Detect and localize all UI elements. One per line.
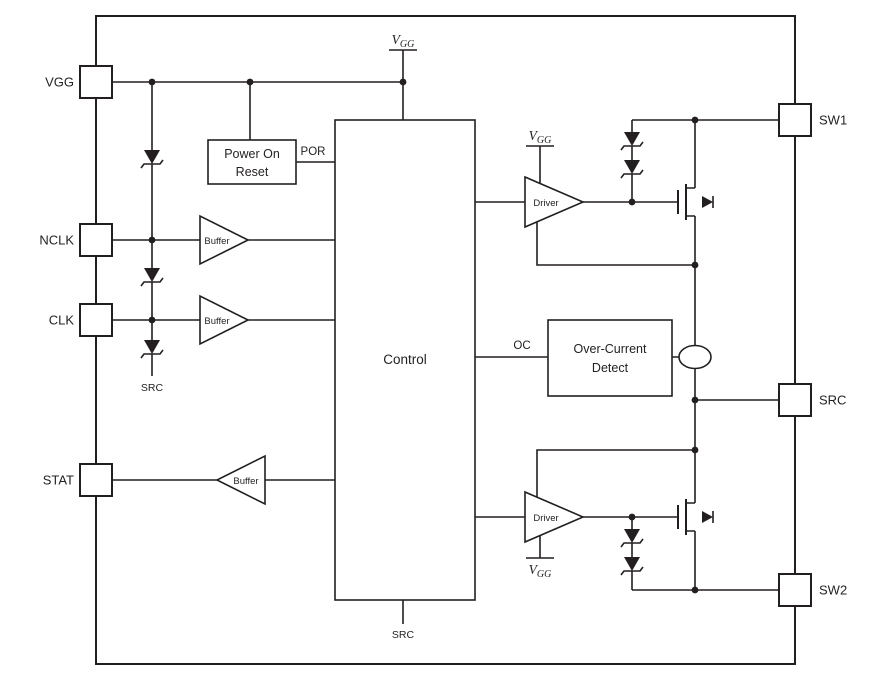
low-side-mosfet — [677, 499, 714, 535]
driver-label: Driver — [533, 513, 558, 524]
nclk-buffer: Buffer — [199, 214, 250, 266]
junction-dot — [691, 261, 699, 269]
pin-src-label: SRC — [819, 393, 846, 408]
pin-src: SRC — [778, 383, 846, 417]
buffer-triangle — [215, 454, 266, 506]
control-box — [334, 119, 476, 601]
pin-vgg: VGG — [45, 65, 113, 99]
pin-sw1-pad — [778, 103, 812, 137]
zener-diode — [624, 160, 640, 174]
zener-cathode-bar — [140, 277, 164, 287]
junction-dot — [148, 316, 156, 324]
zener-diode — [144, 340, 160, 354]
over-current-detect-box — [547, 319, 673, 397]
vgg-rail-sub: GG — [400, 39, 414, 50]
buffer-label: Buffer — [204, 316, 229, 327]
junction-dot — [148, 78, 156, 86]
junction-dot — [246, 78, 254, 86]
power-on-reset-label-line1: Power On — [224, 147, 280, 161]
zener-diode — [624, 132, 640, 146]
chip-boundary — [95, 15, 796, 665]
pin-stat: STAT — [43, 463, 113, 497]
vgg-rail-v: V — [392, 32, 402, 47]
junction-dots — [148, 78, 699, 594]
pin-sw1-label: SW1 — [819, 113, 847, 128]
vgg-rail-sub: GG — [537, 135, 551, 146]
junction-dot — [148, 236, 156, 244]
pin-sw2-label: SW2 — [819, 583, 847, 598]
zener-diode — [624, 557, 640, 571]
zener-cathode-bar — [620, 141, 644, 151]
pin-clk-pad — [79, 303, 113, 337]
vgg-rail-sub: GG — [537, 569, 551, 580]
junction-dot — [691, 116, 699, 124]
power-on-reset-box — [207, 139, 297, 185]
power-on-reset-label-line2: Reset — [236, 165, 269, 179]
zener-diode — [144, 150, 160, 164]
pin-vgg-pad — [79, 65, 113, 99]
buffer-label: Buffer — [204, 236, 229, 247]
low-side-driver: Driver — [524, 490, 586, 544]
high-side-mosfet — [677, 184, 714, 220]
control-label: Control — [383, 352, 427, 367]
pin-nclk: NCLK — [39, 223, 113, 257]
zener-cathode-bar — [620, 538, 644, 548]
driver-triangle — [524, 490, 586, 544]
pin-nclk-pad — [79, 223, 113, 257]
zener-cathode-bar — [620, 169, 644, 179]
input-clamp-diodes — [140, 150, 164, 359]
vgg-rail-driver-top-label: VGG — [529, 128, 552, 146]
control-block: Control — [334, 119, 476, 601]
pin-src-pad — [778, 383, 812, 417]
buffer-triangle — [199, 214, 250, 266]
junction-dot — [399, 78, 407, 86]
zener-cathode-bar — [140, 349, 164, 359]
por-net-label: POR — [301, 146, 326, 158]
neg-vgg-rail-driver-bottom-label: VGG — [529, 562, 552, 580]
stat-buffer: Buffer — [215, 454, 266, 506]
pin-sw2-pad — [778, 573, 812, 607]
driver-triangle — [524, 175, 586, 229]
mosfet-body-diode — [702, 196, 713, 208]
pin-stat-pad — [79, 463, 113, 497]
current-sense-element — [678, 344, 712, 370]
pin-nclk-label: NCLK — [39, 233, 74, 248]
junction-dot — [628, 513, 636, 521]
sw2-gate-clamp-diodes — [620, 529, 644, 576]
pin-sw1: SW1 — [778, 103, 847, 137]
src-net-label-bottom: SRC — [392, 629, 415, 641]
vgg-rail-top-label: VGG — [392, 32, 415, 50]
src-net-label-left: SRC — [141, 382, 164, 394]
junction-dot — [628, 198, 636, 206]
zener-diode — [624, 529, 640, 543]
clk-buffer: Buffer — [199, 294, 250, 346]
junction-dot — [691, 586, 699, 594]
over-current-label-line1: Over-Current — [574, 342, 647, 356]
zener-cathode-bar — [620, 566, 644, 576]
mosfet-body-diode — [702, 511, 713, 523]
over-current-detect-block: Over-Current Detect — [547, 319, 673, 397]
pin-stat-label: STAT — [43, 473, 74, 488]
pin-sw2: SW2 — [778, 573, 847, 607]
pin-clk: CLK — [49, 303, 113, 337]
sw1-gate-clamp-diodes — [620, 132, 644, 179]
power-on-reset-block: Power On Reset — [207, 139, 297, 185]
pin-clk-label: CLK — [49, 313, 75, 328]
vgg-rail-v: V — [529, 562, 539, 577]
high-side-driver: Driver — [524, 175, 586, 229]
oc-net-label: OC — [513, 340, 530, 352]
buffer-label: Buffer — [233, 476, 258, 487]
zener-cathode-bar — [140, 159, 164, 169]
pin-vgg-label: VGG — [45, 75, 74, 90]
driver-label: Driver — [533, 198, 558, 209]
junction-dot — [691, 446, 699, 454]
buffer-triangle — [199, 294, 250, 346]
junction-dot — [691, 396, 699, 404]
wire-segments-left — [112, 49, 417, 624]
zener-diode — [144, 268, 160, 282]
vgg-rail-v: V — [529, 128, 539, 143]
over-current-label-line2: Detect — [592, 361, 629, 375]
